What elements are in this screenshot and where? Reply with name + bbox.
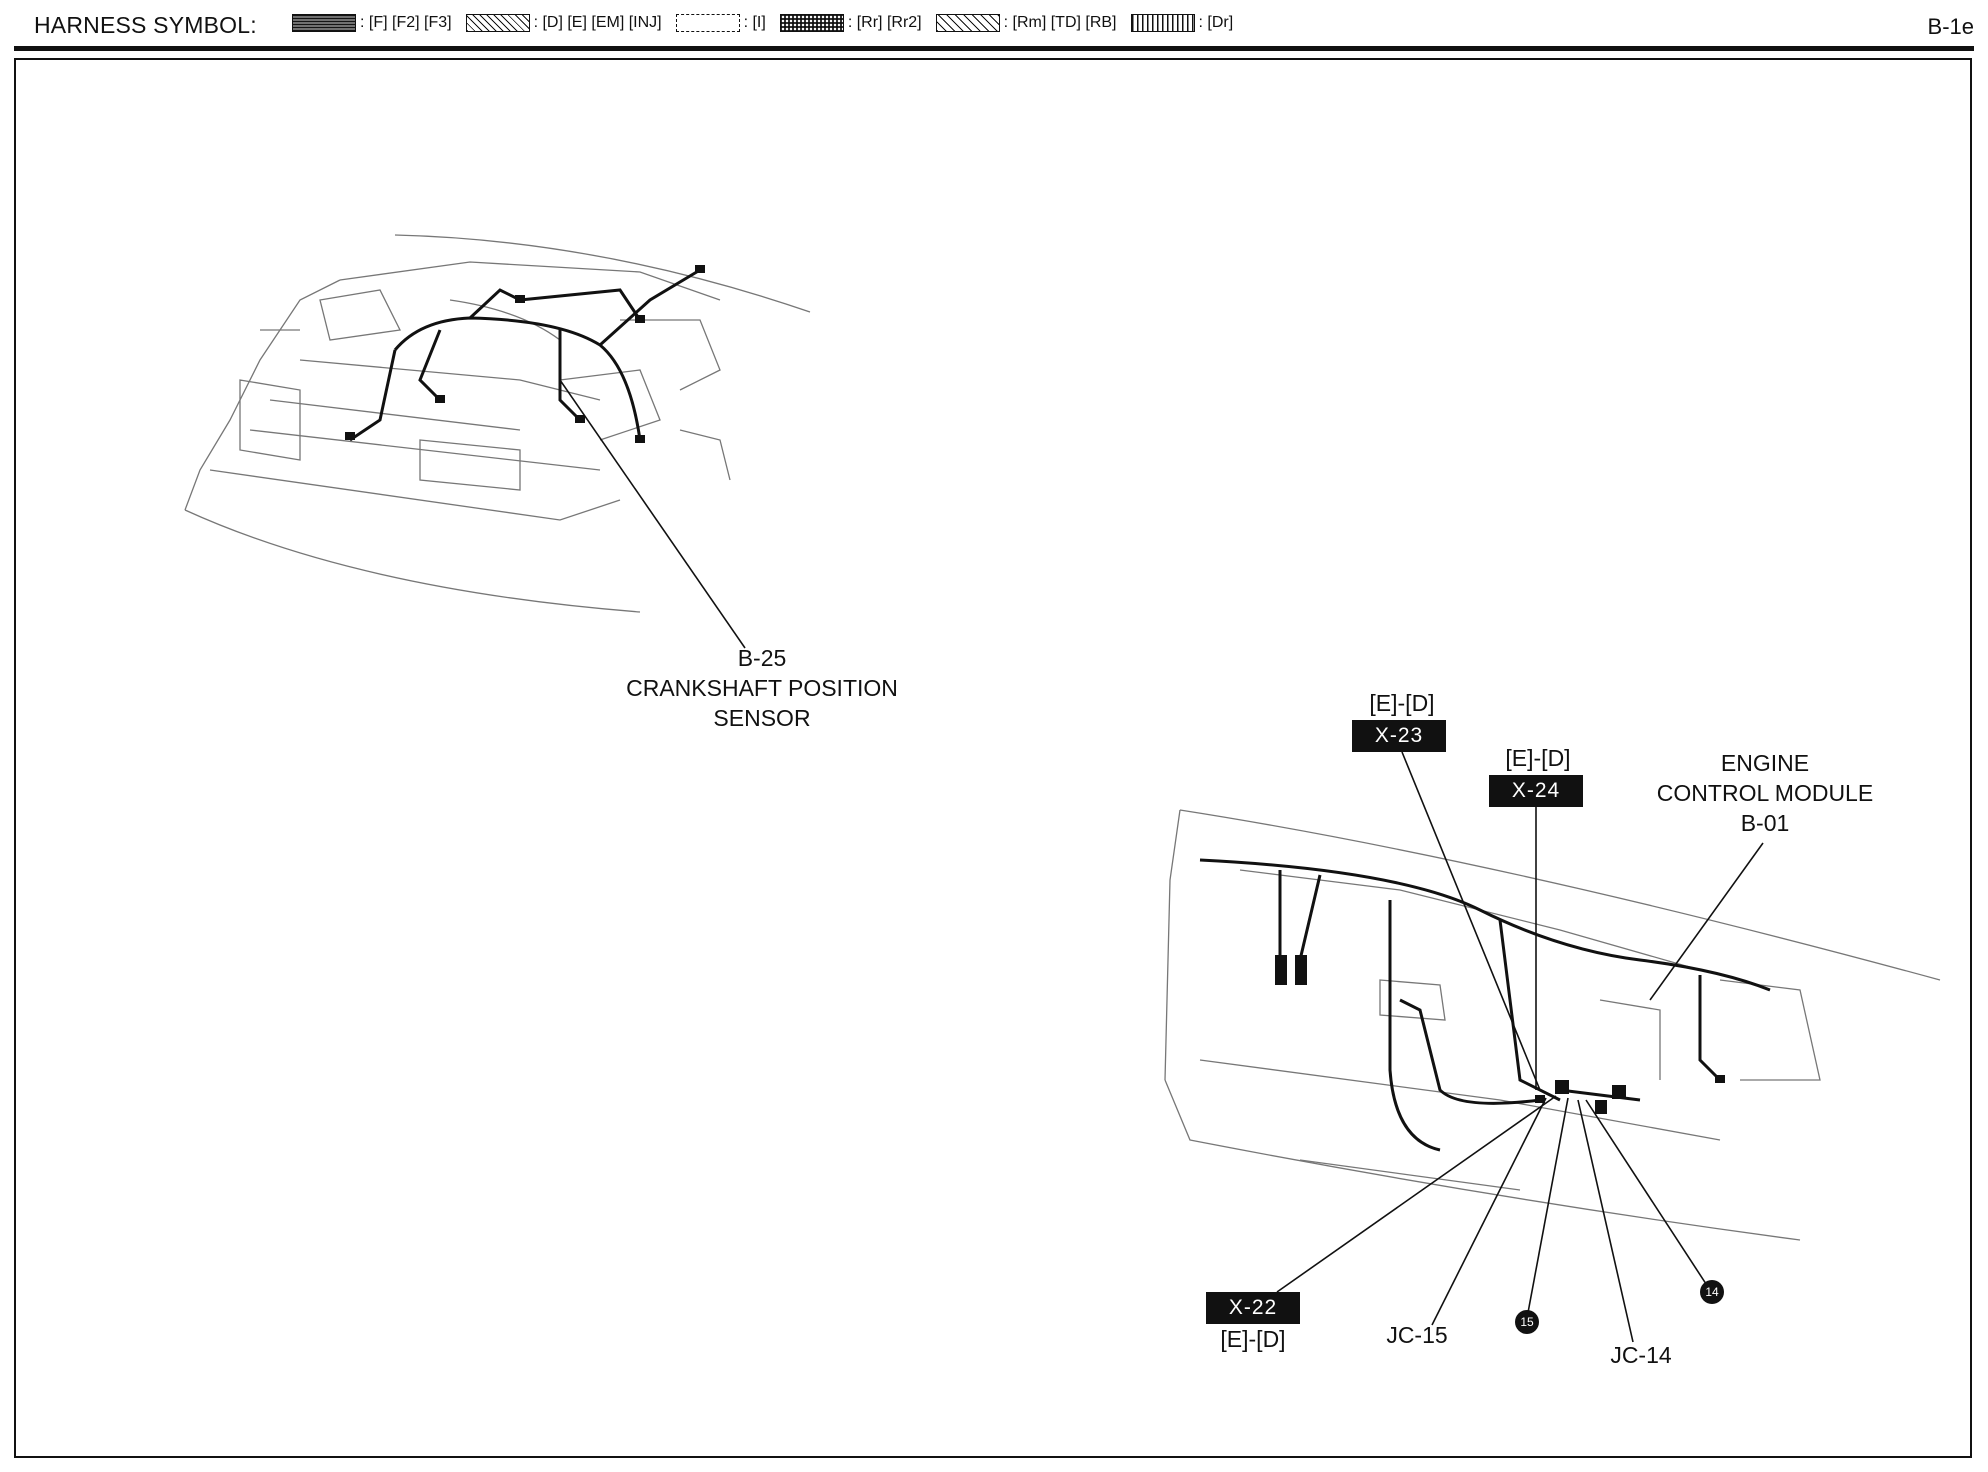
legend-label-d-e: : [D] [E] [EM] [INJ]: [533, 14, 662, 31]
legend-label-dr: : [Dr]: [1198, 14, 1234, 31]
dashboard-harness: [1199, 858, 1771, 1152]
x24-tag: X-24: [1489, 775, 1583, 807]
ecm-line1: ENGINE: [1720, 750, 1810, 776]
leader-x23: [1401, 751, 1541, 1091]
legend-label-rr: : [Rr] [Rr2]: [847, 14, 922, 31]
leader-x22: [1276, 1095, 1557, 1293]
harness-symbol-title: HARNESS SYMBOL:: [34, 12, 257, 38]
x23-harness-label: [E]-[D]: [1369, 690, 1435, 716]
crankshaft-name-line2: SENSOR: [713, 705, 811, 731]
legend-swatch-dense-dots: [292, 14, 356, 32]
harness-legend: : [F] [F2] [F3] : [D] [E] [EM] [INJ] : […: [292, 14, 1247, 32]
ecm-line2: CONTROL MODULE: [1656, 780, 1874, 806]
engine-bay-illustration: [184, 234, 811, 613]
leader-jc15: [1431, 1097, 1547, 1326]
jc14-label: JC-14: [1610, 1342, 1672, 1368]
crankshaft-sensor-label: B-25 CRANKSHAFT POSITION SENSOR: [612, 643, 912, 733]
page-id: B-1e: [1927, 14, 1974, 39]
leader-b25: [559, 379, 746, 649]
legend-swatch-black-dots: [779, 14, 844, 32]
ecm-code: B-01: [1740, 810, 1790, 836]
header-rule: [14, 46, 1974, 51]
header: HARNESS SYMBOL: : [F] [F2] [F3] : [D] [E…: [0, 0, 1988, 50]
crankshaft-code: B-25: [737, 645, 787, 671]
legend-label-rm: : [Rm] [TD] [RB]: [1003, 14, 1117, 31]
leader-lines: [559, 379, 1764, 1343]
legend-swatch-vertical-lines: [1130, 14, 1195, 32]
ecm-label: ENGINE CONTROL MODULE B-01: [1630, 748, 1900, 838]
ground-point-15: 15: [1515, 1310, 1539, 1334]
leader-ground15: [1526, 1097, 1569, 1319]
legend-label-i: : [I]: [743, 14, 766, 31]
legend-label-f: : [F] [F2] [F3]: [360, 14, 452, 31]
engine-connectors: [345, 265, 705, 443]
x23-tag: X-23: [1352, 720, 1446, 752]
jc15-label: JC-15: [1386, 1322, 1448, 1348]
leader-ground14: [1585, 1099, 1711, 1291]
x22-harness-label: [E]-[D]: [1220, 1326, 1286, 1352]
leader-jc14: [1577, 1099, 1634, 1343]
dashboard-connectors: [1275, 955, 1725, 1114]
x24-harness-label: [E]-[D]: [1505, 745, 1571, 771]
crankshaft-name-line1: CRANKSHAFT POSITION: [626, 675, 898, 701]
engine-harness: [349, 268, 701, 442]
legend-swatch-cross-hatch: [935, 14, 1000, 32]
x22-tag: X-22: [1206, 1292, 1300, 1324]
legend-swatch-diagonal-hatch: [465, 14, 530, 32]
legend-swatch-dashed-box: [675, 14, 740, 32]
diagram-frame: [14, 58, 1972, 1458]
ground-point-14: 14: [1700, 1280, 1724, 1304]
leader-ecm: [1649, 842, 1764, 1001]
